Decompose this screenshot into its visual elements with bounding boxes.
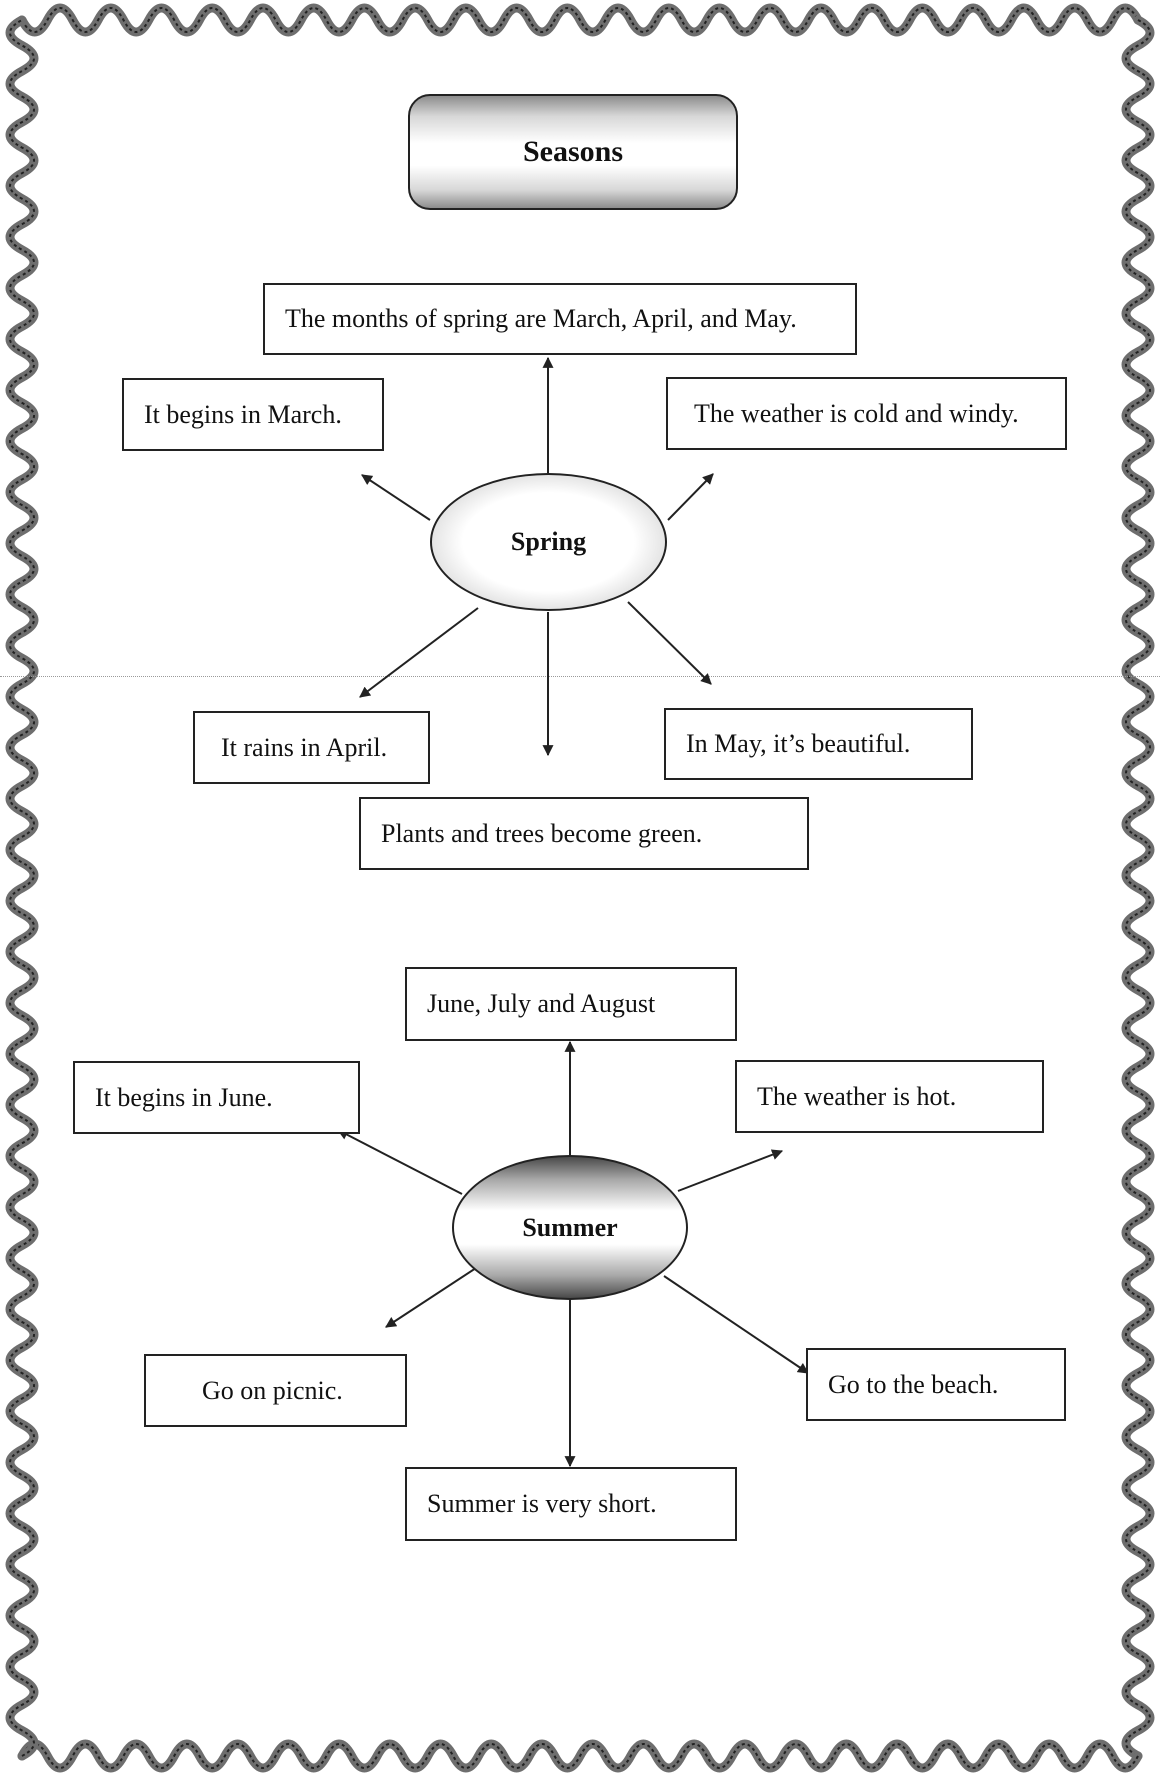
arrow-spring-to-begins — [361, 474, 431, 521]
fact-spring-rains: It rains in April. — [193, 711, 430, 784]
arrow-summer-to-weather — [677, 1149, 784, 1192]
arrow-summer-to-beach — [663, 1275, 809, 1374]
fact-summer-months: June, July and August — [405, 967, 737, 1041]
fact-summer-beach: Go to the beach. — [806, 1348, 1066, 1421]
arrow-summer-to-begins — [337, 1129, 463, 1195]
arrow-spring-to-may — [627, 601, 712, 685]
frame-ribbon-texture — [21, 7, 1139, 33]
fact-summer-short: Summer is very short. — [405, 1467, 737, 1541]
arrow-spring-to-rains — [359, 607, 479, 698]
hub-summer: Summer — [452, 1155, 688, 1300]
fact-spring-may: In May, it’s beautiful. — [664, 708, 973, 780]
frame-ribbon — [1121, 15, 1155, 1761]
title-seasons: Seasons — [408, 94, 738, 210]
fact-spring-months: The months of spring are March, April, a… — [263, 283, 857, 355]
fact-summer-weather: The weather is hot. — [735, 1060, 1044, 1133]
fact-summer-picnic: Go on picnic. — [144, 1354, 407, 1427]
arrow-summer-to-picnic — [385, 1267, 477, 1328]
fact-spring-begins: It begins in March. — [122, 378, 384, 451]
fact-spring-weather: The weather is cold and windy. — [666, 377, 1067, 450]
frame-ribbon-texture — [21, 1743, 1139, 1769]
fact-spring-plants: Plants and trees become green. — [359, 797, 809, 870]
page-break-dotted-line — [0, 676, 1160, 677]
hub-spring: Spring — [430, 473, 667, 611]
arrow-spring-to-weather — [667, 473, 714, 521]
fact-summer-begins: It begins in June. — [73, 1061, 360, 1134]
frame-ribbon — [5, 15, 39, 1761]
